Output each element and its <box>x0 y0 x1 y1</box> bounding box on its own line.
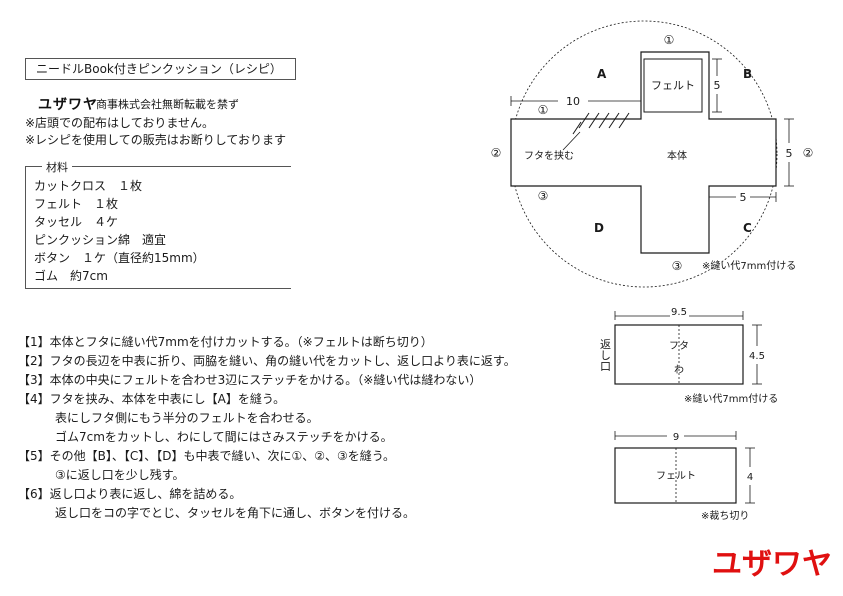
lid-opening-label: 返し口 <box>599 338 612 371</box>
materials-title: 材料 <box>42 159 72 175</box>
notice-no-store-distribution: ※店頭での配布はしておりません。 <box>25 116 214 130</box>
felt-width-label: 9 <box>673 432 679 443</box>
mark-bottom: ③ <box>672 259 683 273</box>
dim-felt-height <box>745 447 755 504</box>
step-1: 【1】本体とフタに縫い代7mmを付けカットする。（※フェルトは断ち切り） <box>18 335 433 349</box>
seam-allowance-note-lid: ※縫い代7mm付ける <box>684 392 778 405</box>
brand-logo-small: ユザワヤ <box>38 97 98 113</box>
material-item: ボタン １ケ（直径約15mm） <box>34 251 205 265</box>
step-6-sub: 返し口をコの字でとじ、タッセルを角下に通し、ボタンを付ける。 <box>55 506 416 520</box>
lid-height-label: 4.5 <box>749 351 765 362</box>
felt-piece-label: フェルト <box>656 471 696 482</box>
corner-d: D <box>594 221 604 235</box>
copyright-notice: 商事株式会社無断転載を禁ず <box>96 98 239 111</box>
felt-rect <box>643 58 703 113</box>
dim-lid-height <box>752 324 762 385</box>
body-label: 本体 <box>667 149 687 162</box>
dim-bottom-5-label: 5 <box>740 191 747 204</box>
dim-right-5 <box>784 118 794 187</box>
dim-felt-5-label: 5 <box>714 79 721 92</box>
step-5-sub: ③に返し口を少し残す。 <box>55 468 185 482</box>
body-cross-shape <box>510 51 777 254</box>
material-item: ピンクッション綿 適宜 <box>34 233 167 247</box>
mark-left-top: ① <box>538 103 549 117</box>
mark-top: ① <box>664 33 675 47</box>
lid-width-label: 9.5 <box>671 307 687 318</box>
cut-edge-note: ※裁ち切り <box>701 509 749 522</box>
mark-left: ② <box>491 146 502 160</box>
dim-felt-5 <box>712 58 722 113</box>
mark-left-bottom: ③ <box>538 189 549 203</box>
lid-insert-label: フタを挟む <box>524 149 574 162</box>
step-6: 【6】返し口より表に返し、綿を詰める。 <box>18 487 242 501</box>
dim-felt-width <box>614 431 737 440</box>
material-item: フェルト １枚 <box>34 197 119 211</box>
step-4: 【4】フタを挟み、本体を中表にし【A】を縫う。 <box>18 392 286 406</box>
step-2: 【2】フタの長辺を中表に折り、両脇を縫い、角の縫い代をカットし、返し口より表に返… <box>18 354 516 368</box>
dim-right-5-label: 5 <box>786 147 793 160</box>
lid-label: フタ <box>669 340 689 352</box>
materials-box <box>25 166 291 289</box>
corner-b: B <box>743 67 752 81</box>
felt-piece-rect <box>614 447 737 504</box>
dim-width-10 <box>510 96 642 106</box>
mark-right: ② <box>803 146 814 160</box>
step-4-sub-2: ゴム7cmをカットし、わにして間にはさみステッチをかける。 <box>55 430 393 444</box>
dim-10-label: 10 <box>566 95 580 108</box>
corner-c: C <box>743 221 752 235</box>
dim-lid-width <box>614 311 744 320</box>
notice-no-sale: ※レシピを使用しての販売はお断りしております <box>25 133 286 147</box>
step-5: 【5】その他【B】、【C】、【D】も中表で縫い、次に①、②、③を縫う。 <box>18 449 396 463</box>
step-3: 【3】本体の中央にフェルトを合わせ3辺にステッチをかける。（※縫い代は縫わない） <box>18 373 482 387</box>
lid-hatch <box>572 112 630 135</box>
material-item: ゴム 約7cm <box>34 269 108 283</box>
felt-label: フェルト <box>651 79 695 92</box>
lid-pointer <box>562 131 581 151</box>
felt-height-label: 4 <box>747 472 753 483</box>
lid-fold-label: わ <box>674 364 684 376</box>
page-title: ニードルBook付きピンクッション（レシピ） <box>25 58 296 80</box>
brand-logo-large: ユザワヤ <box>712 547 832 582</box>
material-item: タッセル ４ケ <box>34 215 119 229</box>
material-item: カットクロス １枚 <box>34 179 143 193</box>
step-4-sub-1: 表にしフタ側にもう半分のフェルトを合わせる。 <box>55 411 319 425</box>
seam-allowance-note-main: ※縫い代7mm付ける <box>702 259 796 272</box>
dim-bottom-5 <box>708 192 777 202</box>
corner-a: A <box>597 67 607 81</box>
